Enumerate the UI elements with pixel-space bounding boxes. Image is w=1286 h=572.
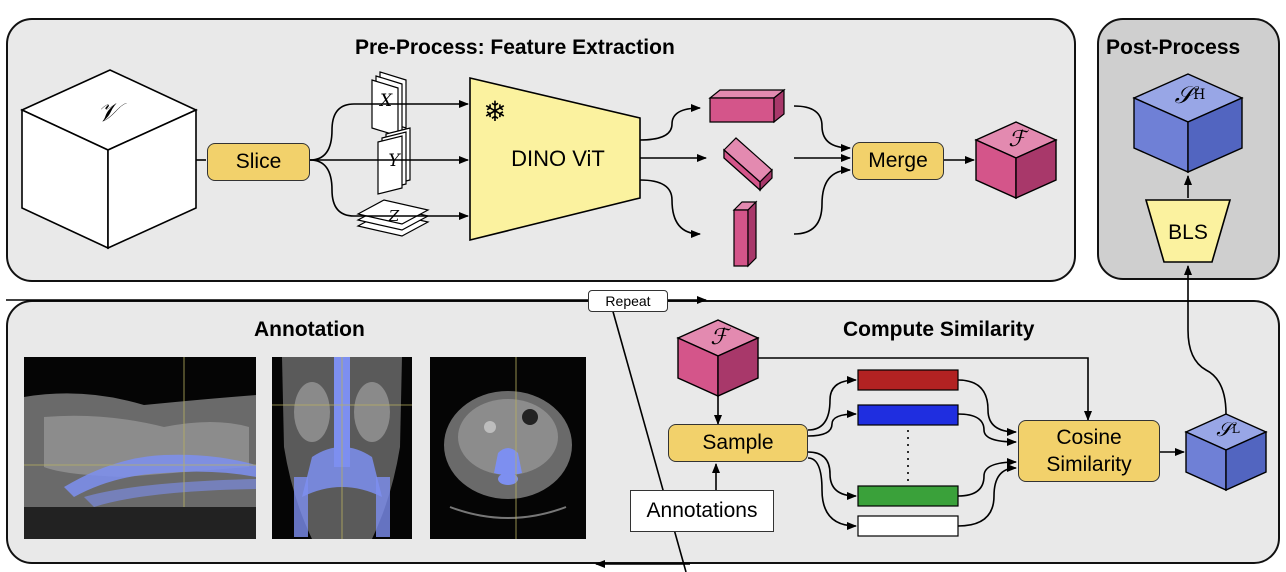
slice-stack-y <box>377 127 411 195</box>
feature-cube-output <box>974 121 1058 200</box>
cosine-label-line2: Similarity <box>1046 453 1132 476</box>
postprocess-title: Post-Process <box>1106 36 1241 59</box>
repeat-label: Repeat <box>588 290 668 312</box>
volume-cube <box>20 69 198 250</box>
feature-prism-z <box>732 200 758 268</box>
merge-node: Merge <box>852 142 944 180</box>
ct-axial-image <box>430 357 586 539</box>
volume-symbol: 𝒱 <box>97 97 119 128</box>
feature-input-symbol: ℱ <box>710 324 728 350</box>
feature-output-symbol: ℱ <box>1008 126 1026 152</box>
score-high-letter: 𝒮 <box>1174 81 1194 109</box>
score-low-letter: 𝒮 <box>1216 417 1232 441</box>
score-low-subscript: L <box>1231 422 1240 436</box>
dino-vit-label: DINO ViT <box>511 146 605 171</box>
compute-similarity-title: Compute Similarity <box>843 318 1035 341</box>
score-low-cube <box>1184 413 1268 492</box>
slice-x-label: X <box>379 91 393 111</box>
ct-coronal-image <box>272 357 412 539</box>
dino-vit-block <box>469 76 641 242</box>
score-high-cube <box>1132 73 1244 174</box>
snowflake-icon: ❄ <box>483 94 507 128</box>
feature-cube-input <box>676 319 760 398</box>
slice-node: Slice <box>207 143 310 181</box>
similarity-bar-white <box>857 515 959 537</box>
cosine-similarity-node: Cosine Similarity <box>1018 420 1160 482</box>
feature-prism-y <box>723 137 773 192</box>
slice-stack-z <box>356 199 430 237</box>
similarity-bar-green <box>857 485 959 507</box>
annotations-node: Annotations <box>630 490 774 532</box>
similarity-bar-red <box>857 369 959 391</box>
score-high-subscript: H <box>1193 87 1206 103</box>
similarity-bar-blue <box>857 404 959 426</box>
annotation-title: Annotation <box>254 318 365 341</box>
preprocess-title: Pre-Process: Feature Extraction <box>355 36 675 59</box>
slice-y-label: Y <box>388 151 400 171</box>
ct-sagittal-image <box>24 357 256 539</box>
cosine-label-line1: Cosine <box>1056 426 1122 449</box>
feature-prism-x <box>708 88 786 124</box>
slice-z-label: Z <box>388 207 400 225</box>
bls-label: BLS <box>1168 221 1208 244</box>
bls-block <box>1144 199 1232 263</box>
sample-node: Sample <box>668 424 808 462</box>
